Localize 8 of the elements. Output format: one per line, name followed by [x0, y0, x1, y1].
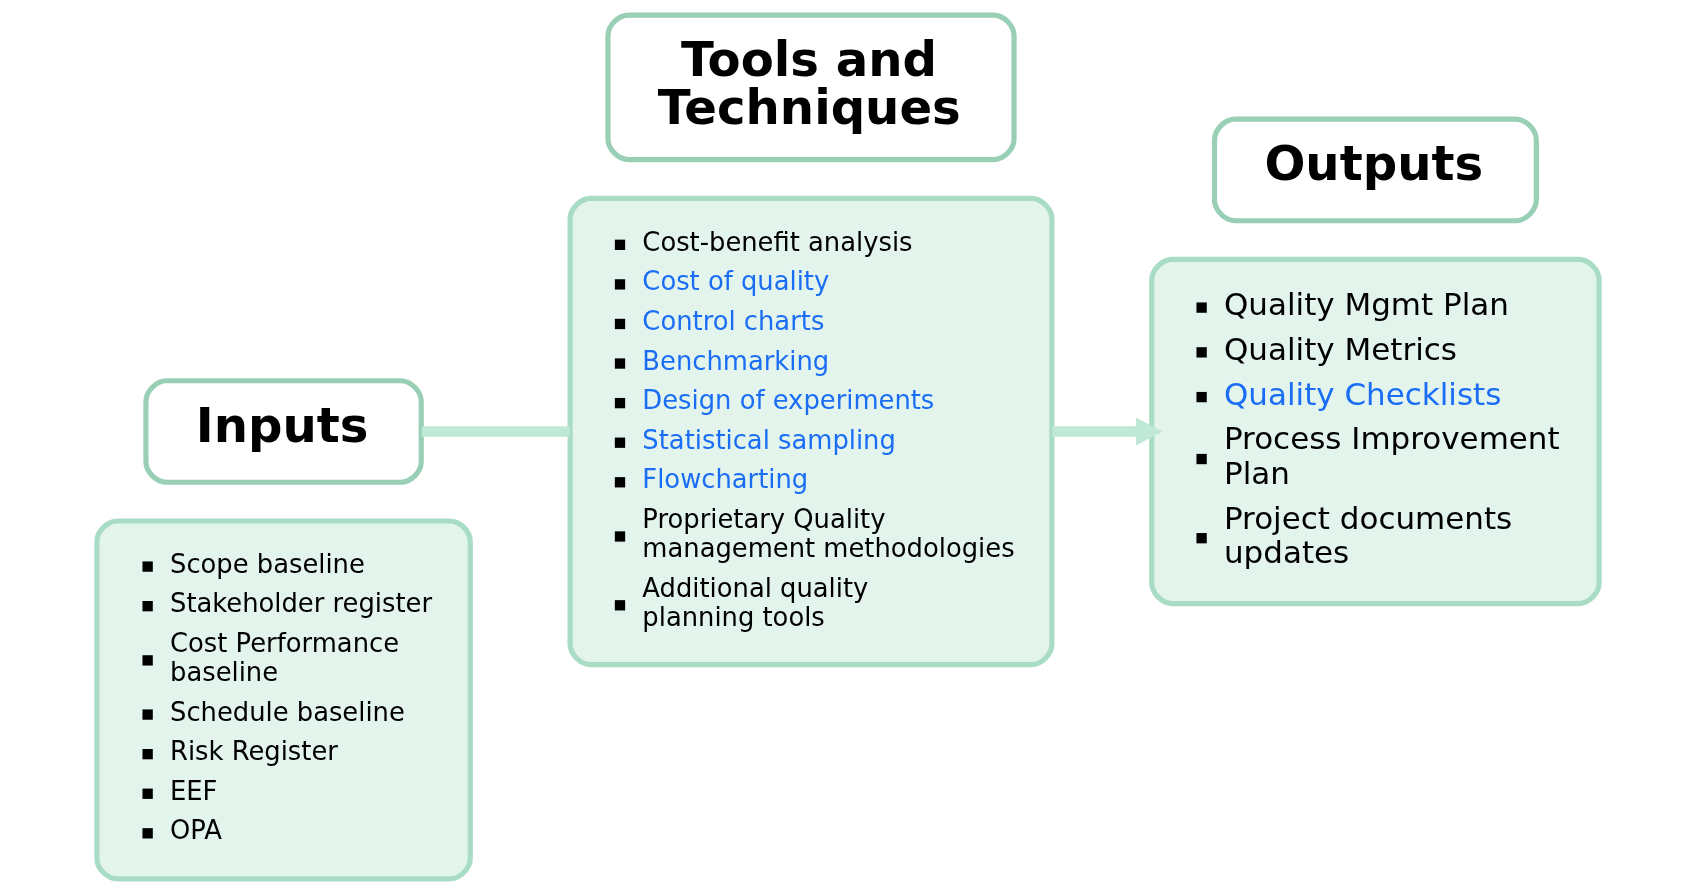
node-box: Tools and Techniques [605, 12, 1017, 163]
node-box: Quality Mgmt Plan Quality Metrics Quality Checklists Process Improvement Plan Project documents updates [1149, 256, 1602, 607]
node-box: Cost-benefit analysis Cost of quality Control charts Benchmarking Design of experiments Statistical sampling Flowcharting Proprietary Quality management methodologies Additional quality planning tools [567, 195, 1055, 668]
node-box: Outputs [1211, 116, 1539, 224]
connector [421, 426, 570, 437]
node-box: Scope baseline Stakeholder register Cost Performance baseline Schedule baseline Risk Register EEF OPA [94, 518, 473, 882]
node-box: Inputs [143, 378, 424, 485]
arrow [1052, 417, 1163, 446]
